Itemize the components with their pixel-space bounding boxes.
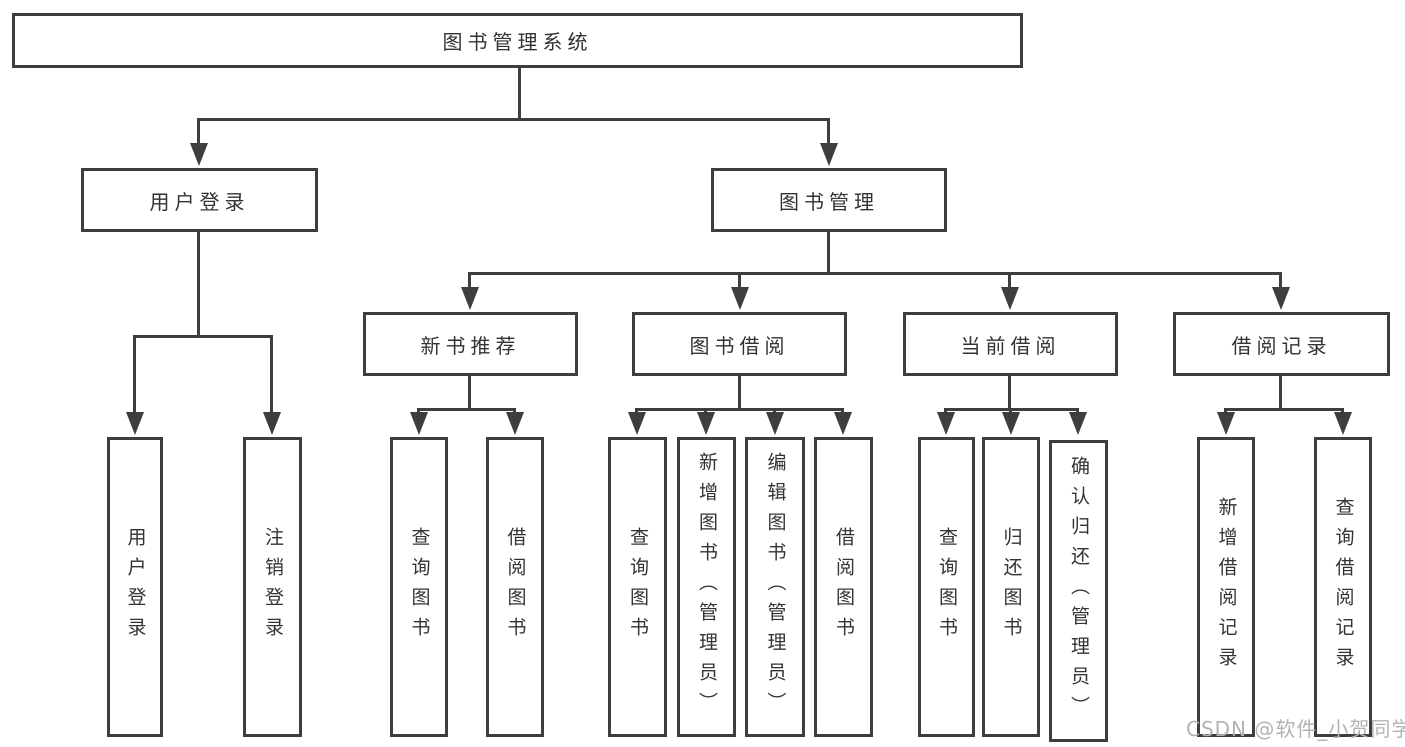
connector-line — [1008, 376, 1011, 410]
connector-line — [1224, 408, 1344, 411]
leaf-label: 确认归还（管理员） — [1068, 456, 1090, 726]
connector-line — [468, 376, 471, 410]
connector-line — [468, 272, 471, 292]
connector-line — [417, 408, 516, 411]
leaf-label: 借阅图书 — [833, 527, 855, 647]
connector-line — [827, 232, 830, 274]
node-book-management: 图书管理 — [711, 168, 947, 232]
leaf-query-books-current: 查询图书 — [918, 437, 975, 737]
leaf-query-books-borrowing: 查询图书 — [608, 437, 667, 737]
connector-line — [468, 272, 1282, 275]
connector-line — [133, 335, 273, 338]
connector-line — [518, 68, 521, 120]
connector-line — [133, 335, 136, 417]
arrow-down-icon — [1272, 287, 1290, 310]
arrow-down-icon — [1217, 412, 1235, 435]
leaf-borrow-books: 借阅图书 — [814, 437, 873, 737]
node-library-management-system: 图书管理系统 — [12, 13, 1023, 68]
arrow-down-icon — [1001, 287, 1019, 310]
connector-line — [197, 118, 830, 121]
connector-line — [270, 335, 273, 417]
leaf-label: 新增图书（管理员） — [696, 452, 718, 722]
arrow-down-icon — [731, 287, 749, 310]
leaf-user-login: 用户登录 — [107, 437, 163, 737]
leaf-label: 借阅图书 — [504, 527, 527, 647]
node-label: 用户登录 — [149, 189, 250, 214]
connector-line — [1279, 376, 1282, 410]
node-label: 图书管理 — [779, 189, 879, 214]
arrow-down-icon — [126, 412, 144, 435]
leaf-label: 用户登录 — [124, 527, 147, 647]
leaf-label: 编辑图书（管理员） — [764, 452, 787, 722]
arrow-down-icon — [1334, 412, 1352, 435]
leaf-label: 查询图书 — [408, 527, 431, 647]
node-new-book-recommend: 新书推荐 — [363, 312, 578, 376]
leaf-label: 查询图书 — [627, 527, 649, 647]
arrow-down-icon — [1069, 412, 1087, 435]
leaf-logout: 注销登录 — [243, 437, 302, 737]
watermark: CSDN @软件_小贺同学 — [1186, 717, 1405, 741]
node-label: 当前借阅 — [960, 333, 1061, 358]
connector-line — [738, 272, 741, 292]
node-current-borrowing: 当前借阅 — [903, 312, 1118, 376]
arrow-down-icon — [820, 143, 838, 166]
arrow-down-icon — [1002, 412, 1020, 435]
node-label: 新书推荐 — [420, 333, 521, 358]
node-user-login: 用户登录 — [81, 168, 318, 232]
connector-line — [738, 376, 741, 410]
connector-line — [635, 408, 844, 411]
arrow-down-icon — [766, 412, 784, 435]
leaf-label: 注销登录 — [262, 527, 284, 647]
arrow-down-icon — [190, 143, 208, 166]
node-label: 图书管理系统 — [442, 30, 593, 54]
leaf-confirm-return-admin: 确认归还（管理员） — [1049, 440, 1108, 742]
connector-line — [1279, 272, 1282, 292]
arrow-down-icon — [506, 412, 524, 435]
arrow-down-icon — [410, 412, 428, 435]
connector-line — [197, 232, 200, 337]
leaf-label: 查询借阅记录 — [1332, 497, 1355, 677]
leaf-query-borrow-record: 查询借阅记录 — [1314, 437, 1372, 737]
leaf-return-books: 归还图书 — [982, 437, 1040, 737]
leaf-query-books-recommend: 查询图书 — [390, 437, 448, 737]
leaf-label: 归还图书 — [1000, 527, 1023, 647]
node-borrowing-records: 借阅记录 — [1173, 312, 1390, 376]
connector-line — [197, 118, 200, 148]
leaf-add-books-admin: 新增图书（管理员） — [677, 437, 736, 737]
node-label: 借阅记录 — [1231, 333, 1332, 358]
leaf-label: 新增借阅记录 — [1215, 497, 1238, 677]
arrow-down-icon — [697, 412, 715, 435]
arrow-down-icon — [834, 412, 852, 435]
leaf-edit-books-admin: 编辑图书（管理员） — [745, 437, 805, 737]
arrow-down-icon — [263, 412, 281, 435]
leaf-add-borrow-record: 新增借阅记录 — [1197, 437, 1255, 737]
leaf-borrow-books-recommend: 借阅图书 — [486, 437, 544, 737]
node-book-borrowing: 图书借阅 — [632, 312, 847, 376]
arrow-down-icon — [937, 412, 955, 435]
node-label: 图书借阅 — [689, 333, 790, 358]
leaf-label: 查询图书 — [936, 527, 958, 647]
connector-line — [1008, 272, 1011, 292]
arrow-down-icon — [628, 412, 646, 435]
connector-line — [827, 118, 830, 148]
arrow-down-icon — [461, 287, 479, 310]
